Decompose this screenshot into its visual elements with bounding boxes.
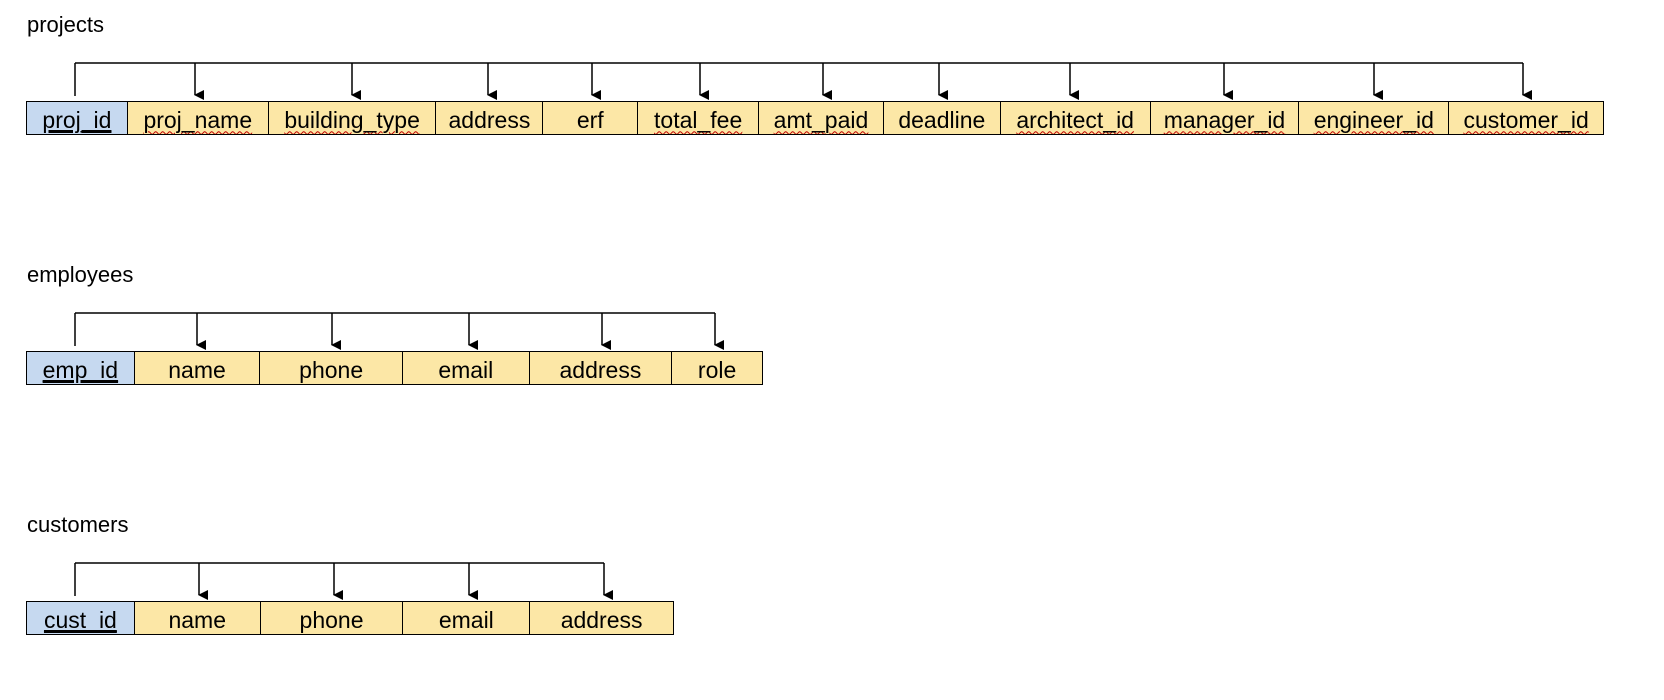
attribute-label: name bbox=[168, 356, 226, 383]
attribute-cell: building_type bbox=[268, 102, 437, 134]
primary-key-cell: cust_id bbox=[27, 602, 135, 634]
attribute-label: address bbox=[559, 356, 642, 383]
attribute-cell: address bbox=[529, 352, 673, 384]
attribute-cell: role bbox=[672, 352, 762, 384]
primary-key-cell: proj_id bbox=[27, 102, 128, 134]
table-row-projects: proj_id proj_name building_type address … bbox=[26, 101, 1604, 135]
attribute-cell: amt_paid bbox=[759, 102, 884, 134]
table-title-employees: employees bbox=[27, 262, 134, 287]
dependency-arrows-customers bbox=[74, 562, 613, 600]
dependency-arrows-projects bbox=[74, 62, 1532, 100]
attribute-cell: email bbox=[403, 602, 531, 634]
attribute-cell: architect_id bbox=[1000, 102, 1151, 134]
attribute-cell: erf bbox=[543, 102, 639, 134]
attribute-label: engineer_id bbox=[1313, 106, 1434, 133]
attribute-label: address bbox=[560, 606, 643, 633]
attribute-label: architect_id bbox=[1016, 106, 1134, 133]
attribute-label: manager_id bbox=[1163, 106, 1286, 133]
primary-key-cell: emp_id bbox=[27, 352, 135, 384]
attribute-label: phone bbox=[299, 606, 364, 633]
attribute-label: name bbox=[168, 606, 226, 633]
attribute-cell: phone bbox=[260, 602, 404, 634]
attribute-cell: phone bbox=[260, 352, 403, 384]
attribute-cell: proj_name bbox=[127, 102, 269, 134]
attribute-cell: deadline bbox=[883, 102, 1001, 134]
table-title-customers: customers bbox=[27, 512, 129, 537]
attribute-cell: address bbox=[530, 602, 673, 634]
attribute-cell: total_fee bbox=[638, 102, 760, 134]
attribute-label: address bbox=[448, 106, 531, 133]
attribute-label: building_type bbox=[284, 106, 420, 133]
attribute-label: deadline bbox=[898, 106, 986, 133]
attribute-cell: engineer_id bbox=[1299, 102, 1450, 134]
table-row-customers: cust_id name phone email address bbox=[26, 601, 674, 635]
primary-key-label: proj_id bbox=[42, 106, 112, 133]
primary-key-label: cust_id bbox=[43, 606, 117, 633]
attribute-cell: address bbox=[436, 102, 544, 134]
table-title-projects: projects bbox=[27, 12, 105, 37]
attribute-label: phone bbox=[299, 356, 364, 383]
attribute-cell: customer_id bbox=[1449, 102, 1603, 134]
attribute-label: total_fee bbox=[654, 106, 743, 133]
attribute-cell: name bbox=[134, 352, 261, 384]
primary-key-label: emp_id bbox=[42, 356, 119, 383]
attribute-cell: name bbox=[134, 602, 261, 634]
dependency-arrows-employees bbox=[74, 312, 724, 350]
attribute-label: proj_name bbox=[143, 106, 253, 133]
attribute-label: customer_id bbox=[1463, 106, 1589, 133]
attribute-label: erf bbox=[576, 106, 604, 133]
table-row-employees: emp_id name phone email address role bbox=[26, 351, 763, 385]
attribute-label: email bbox=[438, 356, 494, 383]
attribute-cell: email bbox=[402, 352, 530, 384]
attribute-cell: manager_id bbox=[1150, 102, 1300, 134]
attribute-label: role bbox=[697, 356, 737, 383]
attribute-label: email bbox=[438, 606, 494, 633]
attribute-label: amt_paid bbox=[773, 106, 869, 133]
